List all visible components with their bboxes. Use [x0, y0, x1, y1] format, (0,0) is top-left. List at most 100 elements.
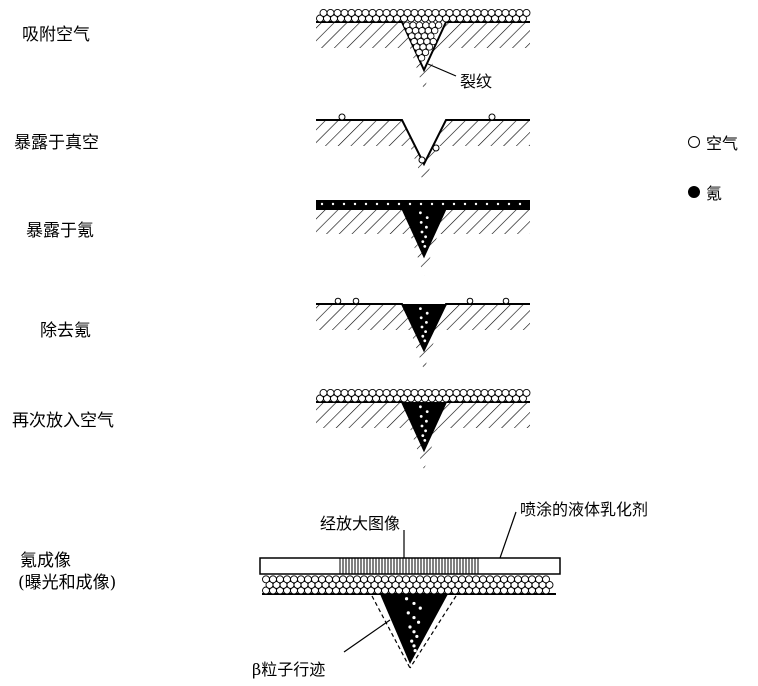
surface-line: [316, 119, 530, 167]
emulsion-strip: [259, 557, 561, 575]
air-molecule: [361, 388, 370, 397]
air-molecule: [473, 8, 482, 17]
legend-krypton: 氪: [688, 180, 722, 204]
stage-label-remove: 除去氪: [40, 321, 91, 341]
krypton-speck: [415, 634, 419, 639]
air-molecule: [333, 8, 342, 17]
air-molecule: [459, 8, 468, 17]
air-molecule: [522, 388, 531, 397]
air-molecule: [480, 388, 489, 397]
krypton-speck: [420, 230, 424, 234]
air-molecule: [367, 575, 375, 584]
air-molecule: [473, 388, 482, 397]
air-molecule: [262, 575, 270, 584]
callout-crack: 裂纹: [460, 72, 493, 91]
air-molecule: [480, 8, 489, 17]
substrate-hatch: [316, 22, 530, 90]
air-molecule: [472, 575, 480, 584]
air-molecule: [445, 388, 454, 397]
air-molecule: [347, 8, 356, 17]
air-molecule: [389, 8, 398, 17]
krypton-speck: [419, 307, 422, 310]
krypton-fill: [402, 208, 446, 256]
air-molecule: [325, 575, 333, 584]
krypton-speck: [420, 424, 424, 428]
air-molecule: [535, 575, 543, 584]
air-molecule: [465, 575, 473, 584]
air-molecule: [318, 575, 326, 584]
air-molecule: [340, 8, 349, 17]
air-molecule: [368, 388, 377, 397]
air-molecule: [502, 297, 510, 305]
air-molecule: [508, 388, 517, 397]
air-molecule: [283, 575, 291, 584]
air-molecule: [332, 575, 340, 584]
krypton-speck: [331, 202, 335, 206]
air-molecule: [515, 388, 524, 397]
air-molecule: [424, 388, 433, 397]
air-molecule: [430, 575, 438, 584]
air-molecule: [326, 388, 335, 397]
krypton-speck: [518, 202, 522, 206]
air-molecule: [304, 575, 312, 584]
krypton-speck: [496, 202, 500, 206]
krypton-speck: [424, 235, 427, 239]
air-molecule: [445, 8, 454, 17]
air-molecule: [319, 8, 328, 17]
stage-vacuum-section: [316, 113, 530, 184]
emulsion-leader: [499, 511, 517, 559]
air-molecule: [375, 388, 384, 397]
air-molecule: [501, 8, 510, 17]
callout-emulsion: 喷涂的液体乳化剂: [520, 500, 649, 519]
air-molecule: [437, 575, 445, 584]
air-molecule: [487, 388, 496, 397]
air-molecule: [488, 113, 496, 121]
air-molecule: [374, 575, 382, 584]
air-molecule: [519, 14, 527, 23]
stage-imaging-section: [259, 511, 561, 669]
air-molecule: [297, 575, 305, 584]
air-molecule: [542, 575, 550, 584]
air-molecule: [338, 113, 346, 121]
krypton-fill: [380, 594, 448, 664]
air-molecule: [290, 575, 298, 584]
stage-label-krypton: 暴露于氪: [26, 221, 94, 241]
krypton-speck: [419, 211, 422, 215]
stage-label-vacuum: 暴露于真空: [14, 133, 99, 153]
beta-track: [409, 595, 457, 669]
air-molecule: [421, 48, 430, 57]
krypton-fill: [402, 402, 446, 450]
air-molecule: [438, 388, 447, 397]
air-molecule: [333, 388, 342, 397]
air-molecule: [528, 575, 536, 584]
air-molecule: [466, 388, 475, 397]
krypton-speck: [412, 644, 416, 648]
krypton-speck: [421, 434, 425, 437]
krypton-speck: [419, 316, 423, 320]
krypton-speck: [416, 620, 421, 624]
krypton-speck: [423, 245, 427, 248]
krypton-speck: [425, 311, 429, 315]
krypton-speck: [463, 202, 467, 206]
air-molecule: [396, 8, 405, 17]
krypton-speck: [410, 639, 414, 643]
air-molecule: [507, 575, 515, 584]
krypton-speck: [419, 221, 423, 224]
stage-adsorb-air-section: [316, 8, 531, 90]
air-molecule: [311, 575, 319, 584]
air-molecule: [452, 8, 461, 17]
krypton-speck: [420, 325, 424, 329]
air-molecule: [418, 54, 426, 62]
air-molecule: [403, 8, 412, 17]
air-molecule: [494, 388, 503, 397]
air-molecule: [346, 575, 354, 584]
krypton-speck: [404, 597, 409, 601]
krypton-speck: [452, 202, 456, 206]
air-molecule: [354, 8, 363, 17]
air-molecule: [452, 388, 461, 397]
krypton-speck: [413, 648, 417, 653]
air-molecule: [409, 575, 417, 584]
air-molecule: [545, 580, 554, 589]
air-molecule: [515, 8, 524, 17]
